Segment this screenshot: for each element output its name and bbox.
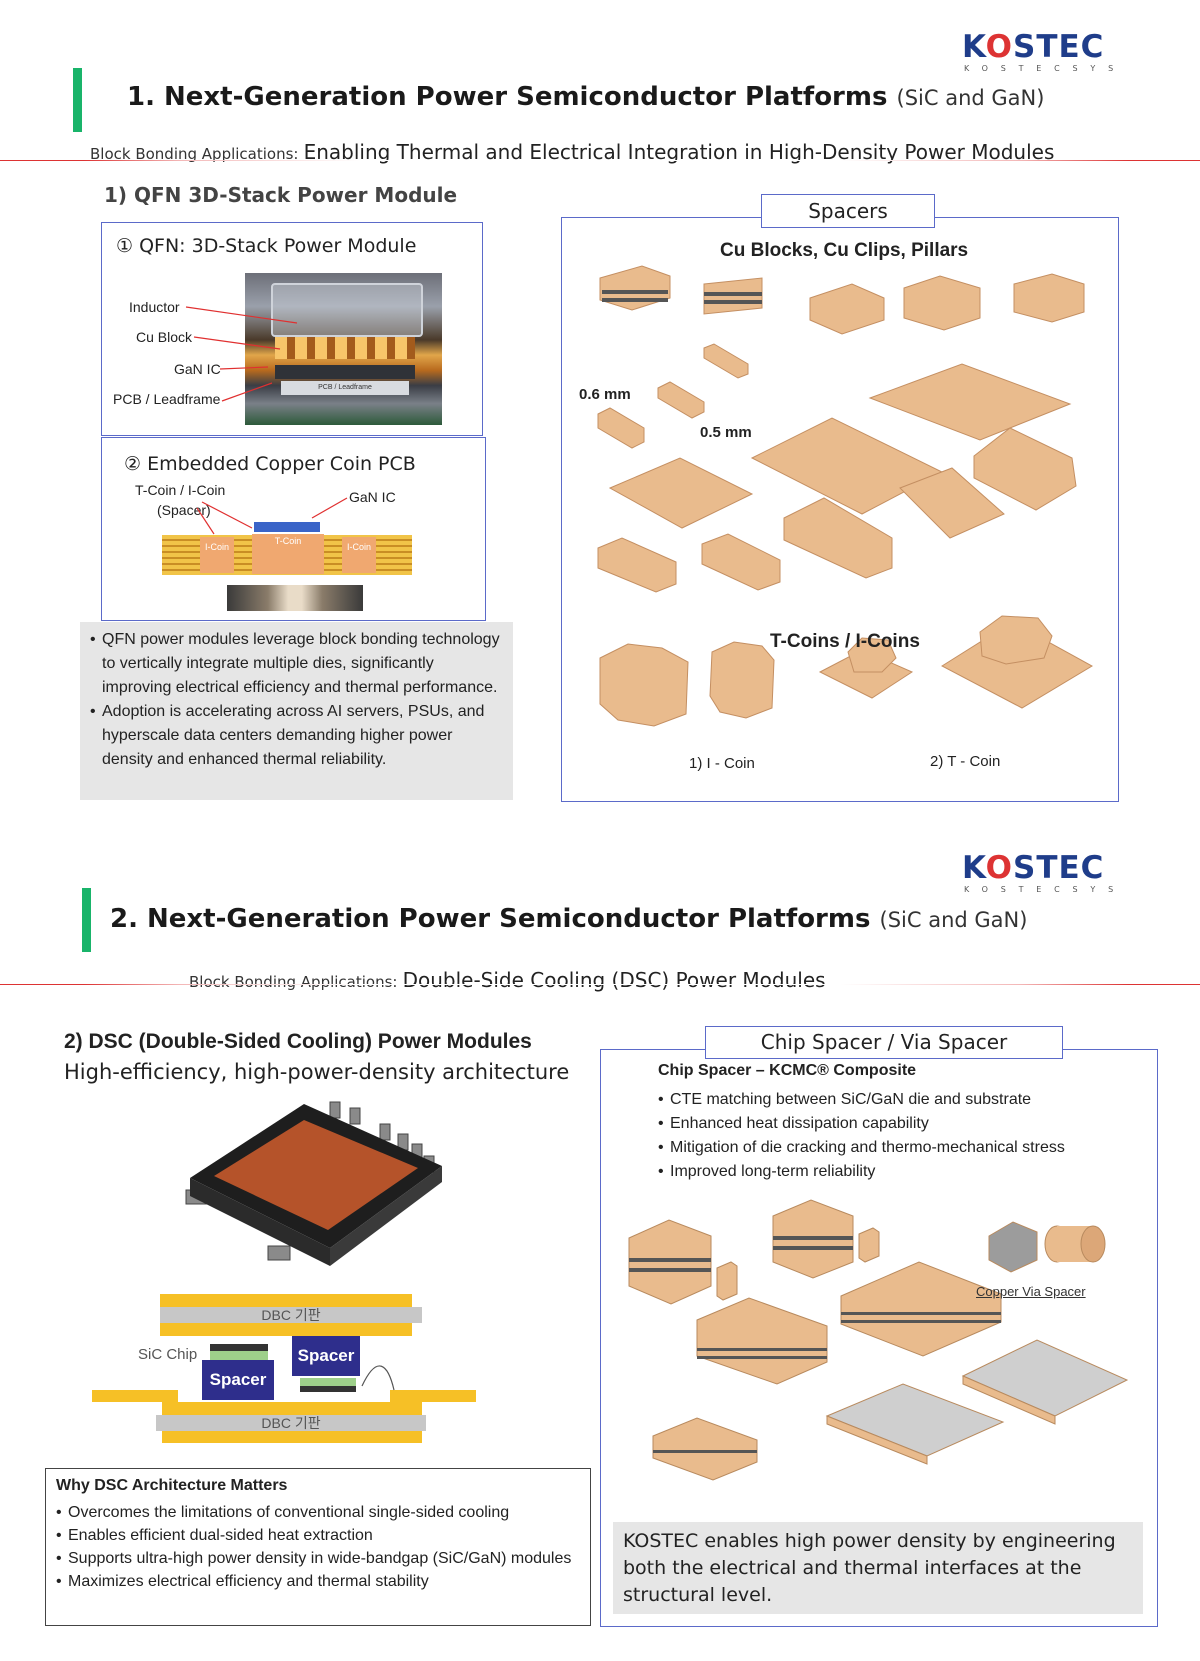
label-gan-ic-2: GaN IC bbox=[349, 489, 396, 505]
dsc-cross-section: DBC 기판 Spacer Spacer SiC Chip DBC 기판 bbox=[92, 1294, 482, 1464]
kostec-note: KOSTEC enables high power density by eng… bbox=[613, 1522, 1143, 1614]
section1-title-sub: (SiC and GaN) bbox=[896, 86, 1045, 110]
why-bullet-1: Overcomes the limitations of conventiona… bbox=[56, 1501, 584, 1524]
label-pcb-leadframe: PCB / Leadframe bbox=[113, 391, 221, 407]
coin-pcb-title: ② Embedded Copper Coin PCB bbox=[124, 453, 416, 475]
section2-title-text: 2. Next-Generation Power Semiconductor P… bbox=[110, 904, 871, 934]
section2-subtitle: Block Bonding Applications: Double-Side … bbox=[189, 968, 826, 992]
dim-0-5mm: 0.5 mm bbox=[700, 424, 752, 441]
spacer-shapes bbox=[597, 265, 1094, 727]
spacers-group2-title: T-Coins / I-Coins bbox=[770, 631, 920, 652]
red-rule-2 bbox=[0, 984, 1200, 985]
section1-title: 1. Next-Generation Power Semiconductor P… bbox=[127, 82, 1044, 112]
qfn-panel: ① QFN: 3D-Stack Power Module PCB / Leadf… bbox=[101, 222, 483, 436]
sic-chip-left bbox=[210, 1351, 268, 1360]
red-rule bbox=[0, 160, 1200, 161]
why-dsc-title: Why DSC Architecture Matters bbox=[56, 1477, 288, 1494]
dsc-module-image bbox=[185, 1101, 442, 1266]
logo-tagline: KOSTECSYS bbox=[964, 64, 1126, 73]
copper-bottom-2 bbox=[162, 1431, 422, 1443]
i-coin-right: I-Coin bbox=[342, 537, 376, 573]
spacers-label: Spacers bbox=[761, 194, 935, 228]
sic-chip-label: SiC Chip bbox=[138, 1346, 198, 1363]
logo-tagline-2: KOSTECSYS bbox=[964, 885, 1126, 894]
qfn-description: QFN power modules leverage block bonding… bbox=[80, 622, 513, 800]
label-coin: T-Coin / I-Coin bbox=[135, 482, 226, 498]
section2-title: 2. Next-Generation Power Semiconductor P… bbox=[110, 904, 1027, 934]
copper-via-label: Copper Via Spacer bbox=[976, 1284, 1086, 1299]
chip-spacer-panel: Chip Spacer – KCMC® Composite CTE matchi… bbox=[600, 1049, 1158, 1627]
section-accent-bar bbox=[73, 68, 82, 132]
coin-caption-2: 2) T - Coin bbox=[930, 753, 1001, 770]
solder-right bbox=[300, 1386, 356, 1392]
subtitle2-small: Block Bonding Applications: bbox=[189, 973, 398, 991]
lead-right bbox=[390, 1390, 476, 1402]
why-bullet-3: Supports ultra-high power density in wid… bbox=[56, 1547, 584, 1570]
chip-spacer-label: Chip Spacer / Via Spacer bbox=[705, 1026, 1063, 1059]
dim-0-6mm: 0.6 mm bbox=[579, 386, 631, 403]
cu-block-shape bbox=[275, 337, 415, 359]
copper-bottom bbox=[162, 1402, 422, 1415]
why-dsc-list: Overcomes the limitations of conventiona… bbox=[56, 1501, 584, 1593]
why-dsc-box: Why DSC Architecture Matters Overcomes t… bbox=[45, 1468, 591, 1626]
subtitle2-big: Double-Side Cooling (DSC) Power Modules bbox=[402, 968, 826, 992]
why-bullet-4: Maximizes electrical efficiency and ther… bbox=[56, 1570, 584, 1593]
inductor-shape bbox=[271, 283, 423, 337]
callout-lines bbox=[185, 306, 298, 402]
kostec-logo: KOSTEC KOSTECSYS bbox=[962, 32, 1134, 74]
why-bullet-2: Enables efficient dual-sided heat extrac… bbox=[56, 1524, 584, 1547]
coin-callouts bbox=[196, 497, 348, 535]
section1-title-text: 1. Next-Generation Power Semiconductor P… bbox=[127, 82, 888, 112]
label-cu-block: Cu Block bbox=[136, 329, 193, 345]
dbc-top-label: DBC 기판 bbox=[160, 1307, 422, 1323]
chip-spacer-title: Chip Spacer – KCMC® Composite bbox=[658, 1062, 917, 1079]
t-coin: T-Coin bbox=[252, 534, 324, 574]
copper-top-2 bbox=[160, 1323, 412, 1336]
gan-ic-chip bbox=[254, 522, 320, 532]
i-coin-left: I-Coin bbox=[200, 537, 234, 573]
section1-heading: 1) QFN 3D-Stack Power Module bbox=[104, 183, 458, 207]
cs-bullet-2: Enhanced heat dissipation capability bbox=[658, 1112, 1148, 1136]
spacers-group1-title: Cu Blocks, Cu Clips, Pillars bbox=[720, 240, 969, 261]
solder-left bbox=[210, 1344, 268, 1351]
pcb-cross-section-photo bbox=[227, 585, 363, 611]
section2-title-sub: (SiC and GaN) bbox=[879, 908, 1028, 932]
label-inductor: Inductor bbox=[129, 299, 180, 315]
section2-accent-bar bbox=[82, 888, 91, 952]
coin-caption-1: 1) I - Coin bbox=[689, 755, 755, 772]
chip-spacer-shapes bbox=[628, 1199, 1129, 1481]
label-spacer: (Spacer) bbox=[157, 502, 211, 518]
spacer-right: Spacer bbox=[292, 1336, 360, 1376]
qfn-bullet-2: Adoption is accelerating across AI serve… bbox=[90, 700, 503, 772]
gan-ic-shape bbox=[275, 365, 415, 379]
coin-pcb-panel: ② Embedded Copper Coin PCB T-Coin / I-Co… bbox=[101, 437, 486, 621]
label-gan-ic: GaN IC bbox=[174, 361, 221, 377]
spacers-panel: Cu Blocks, Cu Clips, Pillars bbox=[561, 217, 1119, 802]
cs-bullet-3: Mitigation of die cracking and thermo-me… bbox=[658, 1136, 1148, 1160]
section2-heading-sub: High-efficiency, high-power-density arch… bbox=[64, 1060, 570, 1084]
leadframe-label: PCB / Leadframe bbox=[281, 381, 409, 395]
chip-spacer-list: CTE matching between SiC/GaN die and sub… bbox=[658, 1088, 1148, 1184]
spacer-left: Spacer bbox=[202, 1360, 274, 1400]
copper-top bbox=[160, 1294, 412, 1307]
qfn-module-image: PCB / Leadframe bbox=[245, 273, 442, 425]
bond-wire bbox=[361, 1365, 395, 1391]
section2-heading: 2) DSC (Double-Sided Cooling) Power Modu… bbox=[64, 1030, 532, 1053]
qfn-panel-title: ① QFN: 3D-Stack Power Module bbox=[116, 235, 417, 257]
logo-brand: KOSTEC bbox=[962, 29, 1105, 65]
cs-bullet-1: CTE matching between SiC/GaN die and sub… bbox=[658, 1088, 1148, 1112]
logo-brand-2: KOSTEC bbox=[962, 850, 1105, 886]
cs-bullet-4: Improved long-term reliability bbox=[658, 1160, 1148, 1184]
kostec-logo-2: KOSTEC KOSTECSYS bbox=[962, 853, 1134, 895]
sic-chip-right bbox=[300, 1378, 356, 1386]
dbc-bottom-label: DBC 기판 bbox=[156, 1415, 426, 1431]
lead-left bbox=[92, 1390, 178, 1402]
subtitle-small: Block Bonding Applications: bbox=[90, 145, 299, 163]
qfn-bullet-1: QFN power modules leverage block bonding… bbox=[90, 628, 503, 700]
